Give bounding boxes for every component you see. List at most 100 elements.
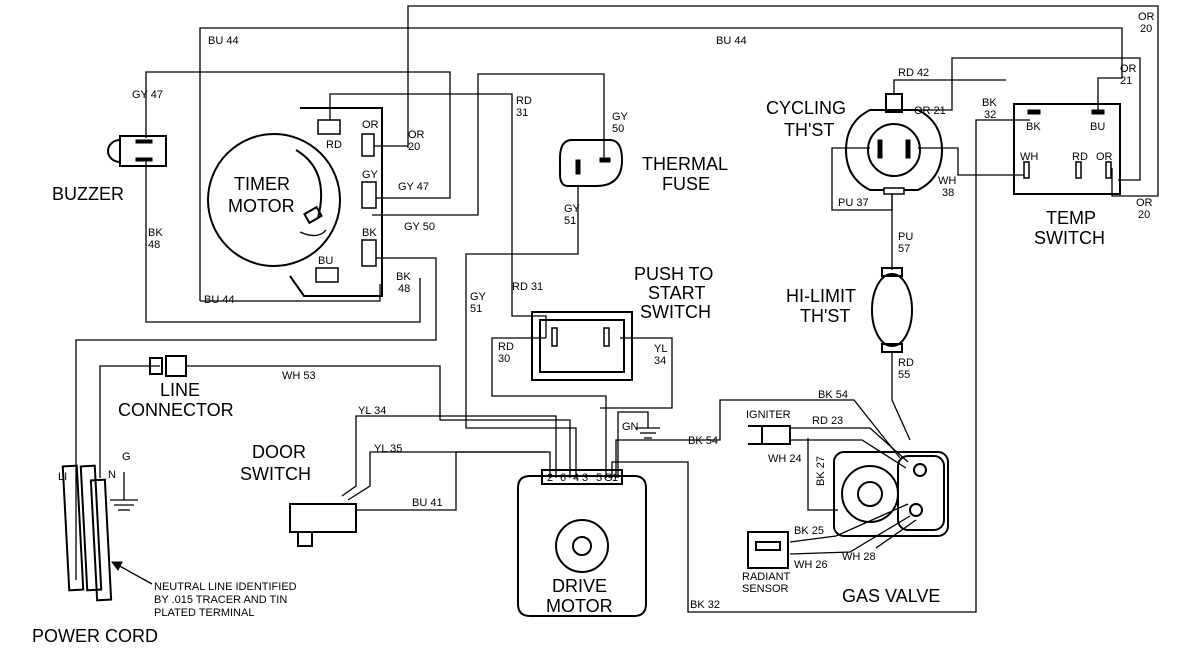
wire-label: 57: [898, 243, 910, 255]
label-connector: CONNECTOR: [118, 400, 234, 420]
wire-label: GY: [612, 111, 629, 123]
wire-label: WH: [938, 175, 956, 187]
note-line-2: BY .015 TRACER AND TIN: [154, 594, 287, 606]
ts-terminal: [1105, 161, 1112, 179]
term-bk: BK: [362, 227, 377, 239]
wire-label: BK 27: [815, 456, 827, 486]
term-ts-rd: RD: [1072, 151, 1088, 163]
wire-label: RD: [898, 357, 914, 369]
hi-limit-top: [881, 267, 903, 277]
ts-terminal: [1075, 161, 1082, 179]
wire-bk54: [615, 399, 901, 478]
buzzer-bell: [107, 139, 121, 163]
igniter-body: [761, 425, 791, 445]
hi-limit-thermostat: [871, 267, 913, 353]
door-switch-plunger: [297, 531, 313, 547]
note-line-3: PLATED TERMINAL: [154, 607, 254, 619]
motor-pin: 6: [560, 472, 566, 484]
timer-lead: [299, 229, 327, 237]
wire-gy47: [145, 71, 451, 199]
wire-gy50: [372, 73, 605, 216]
term-ts-bu: BU: [1090, 121, 1105, 133]
motor-pin: G: [604, 472, 613, 484]
wire-wh53: [99, 365, 160, 478]
wire-label: RD 23: [812, 415, 843, 427]
cord-li: [61, 464, 85, 592]
label-sensor: SENSOR: [742, 583, 789, 595]
label-push-switch: SWITCH: [640, 302, 711, 322]
label-buzzer: BUZZER: [52, 184, 124, 204]
wire-label: 34: [654, 355, 666, 367]
wire-bk48-right: [75, 257, 437, 580]
term-bu: BU: [318, 255, 333, 267]
term-ts-bk: BK: [1026, 121, 1041, 133]
radiant-sensor-body: [747, 531, 789, 569]
wire-or21: [910, 57, 1141, 181]
timer-motor-body: [207, 133, 341, 267]
wire-label: BK: [148, 227, 163, 239]
cycling-thst-disc: [867, 123, 921, 177]
wire-bk32: [611, 119, 1030, 613]
wire-bk48-left: [145, 160, 421, 323]
fuse-terminal: [599, 157, 611, 163]
wire-label: BK: [396, 271, 411, 283]
hi-limit-body: [871, 273, 913, 347]
label-temp: TEMP: [1046, 208, 1096, 228]
wire-bk25: [789, 503, 909, 543]
igniter-tip: [748, 425, 762, 445]
gas-valve-body: [833, 451, 949, 537]
door-switch-body: [289, 503, 357, 533]
wire-bu44-inner: [200, 284, 381, 302]
wire-label: OR 21: [914, 105, 946, 117]
ts-terminal: [1027, 109, 1041, 115]
terminal-bu: [315, 267, 339, 283]
wire-label: OR: [1120, 63, 1137, 75]
wires: [75, 5, 1159, 613]
wire-label: RD: [498, 341, 514, 353]
wire-label: 50: [612, 123, 624, 135]
gas-valve: [833, 451, 949, 537]
neutral-pointer: [115, 563, 153, 585]
gas-valve-terminal: [909, 503, 923, 517]
cycling-terminal: [877, 139, 883, 159]
door-switch: [289, 503, 357, 547]
wire-label: RD 31: [512, 281, 543, 293]
wire-label: OR: [1138, 11, 1155, 23]
gas-valve-terminal: [913, 463, 927, 477]
label-line: LINE: [160, 380, 200, 400]
label-fuse: FUSE: [662, 174, 710, 194]
wire-label: WH 28: [842, 551, 876, 563]
cord-label-li: LI: [58, 471, 67, 483]
wire-gy51: [465, 186, 579, 478]
radiant-sensor: [747, 531, 789, 569]
wire-wh26: [789, 515, 911, 555]
wire-label: 21: [1120, 75, 1132, 87]
label-hi-limit: HI-LIMIT: [786, 286, 856, 306]
wire-label: 20: [1138, 209, 1150, 221]
wire-label: 51: [470, 303, 482, 315]
term-or: OR: [362, 119, 379, 131]
wire-wh24: [790, 439, 907, 469]
cord-n: [79, 464, 103, 592]
gn-ground: [636, 427, 660, 439]
wire-label: 38: [942, 187, 954, 199]
terminal-labels: RD OR GY BK BU BK BU WH RD OR 2 6 4 3 5 …: [318, 119, 1113, 484]
drive-motor-terminal-block: [541, 469, 623, 485]
cycling-thst-body: [844, 109, 944, 191]
buzzer: [107, 135, 167, 167]
cord-label-g: G: [122, 451, 131, 463]
cycling-terminal: [883, 187, 905, 195]
timer-frame: [289, 107, 383, 297]
label-push-to: PUSH TO: [634, 264, 713, 284]
note-line-1: NEUTRAL LINE IDENTIFIED: [154, 581, 297, 593]
cycling-thst-top: [885, 93, 903, 113]
wire-label: YL 34: [358, 405, 386, 417]
wire-wh53-b: [186, 365, 571, 478]
wire-yl35: [347, 451, 551, 501]
terminal-rd: [317, 119, 341, 135]
label-gas-valve: GAS VALVE: [842, 586, 940, 606]
wire-label: WH 26: [794, 559, 828, 571]
ts-terminal: [1023, 161, 1030, 179]
push-terminal: [603, 327, 610, 347]
motor-pin: 1: [612, 472, 618, 484]
